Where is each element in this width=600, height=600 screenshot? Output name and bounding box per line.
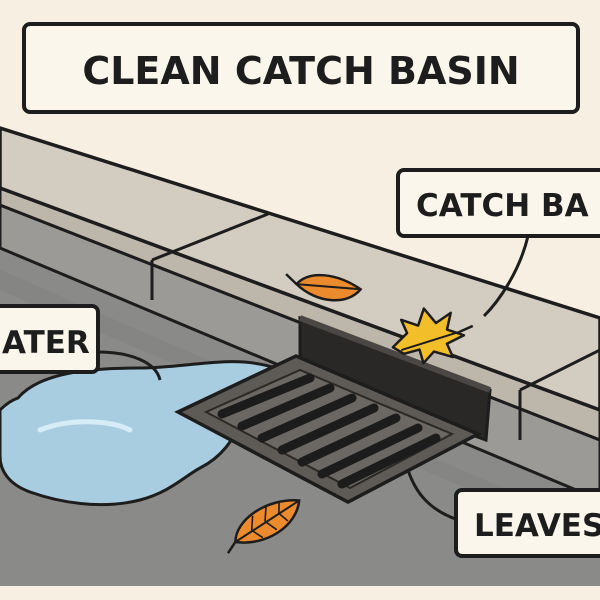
maple-leaf-icon [391, 307, 474, 365]
grate-slots [217, 373, 441, 489]
curb-joints [150, 212, 600, 440]
water-pointer [97, 350, 162, 381]
leaves-callout: LEAVES [406, 469, 600, 558]
diagram-title: CLEAN CATCH BASIN [82, 49, 519, 93]
catch-basin-label: CATCH BA [416, 188, 589, 224]
road-leaf-icon [226, 499, 301, 554]
leaves-pointer [406, 469, 459, 522]
bottom-strip [0, 586, 600, 600]
curb-inlet-lip [298, 315, 492, 393]
catch-basin-pointer [482, 235, 530, 318]
leaves-label: LEAVES [474, 508, 600, 544]
water-callout: ATER [0, 304, 162, 381]
oak-leaf-icon [285, 273, 363, 302]
title-box: CLEAN CATCH BASIN [22, 22, 580, 114]
water-label: ATER [2, 325, 90, 361]
water-highlight [37, 419, 133, 433]
catch-basin-callout: CATCH BA [396, 168, 600, 318]
